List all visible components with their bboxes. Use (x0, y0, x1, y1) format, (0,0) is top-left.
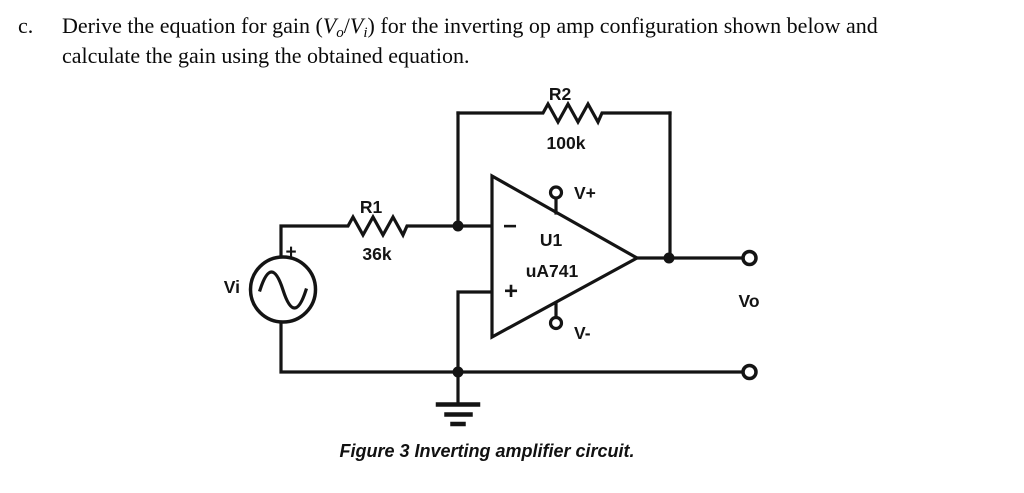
vplus-pin-circle (548, 185, 564, 200)
r2-name-label: R2 (549, 84, 572, 104)
wire-input-r1-resistor (279, 213, 494, 260)
problem-text: Derive the equation for gain (Vo/Vi) for… (62, 11, 878, 71)
r1-value-label: 36k (362, 244, 391, 264)
r1-name-label: R1 (360, 197, 383, 217)
output-label: Vo (738, 291, 759, 311)
gain-numerator: V (322, 13, 337, 38)
circuit-wires (248, 100, 758, 427)
inverting-input-minus-symbol: − (503, 213, 517, 240)
circuit-labels: R2 100k R1 36k V+ V- U1 uA741 − + + Vi V… (224, 84, 760, 343)
opamp-designator-label: U1 (540, 230, 563, 250)
problem-item-label: c. (18, 13, 34, 38)
output-terminal-bottom (741, 363, 758, 381)
ac-source-sine-wave (257, 270, 309, 310)
vplus-label: V+ (574, 183, 596, 203)
wire-bottom-return (279, 320, 743, 374)
gain-divider: / (343, 13, 350, 38)
opamp-triangle (490, 173, 641, 340)
gain-denominator-subscript: i (363, 25, 368, 41)
output-terminal-top (741, 249, 758, 267)
junction-ground (452, 366, 464, 378)
figure-caption: Figure 3 Inverting amplifier circuit. (339, 441, 635, 461)
gain-denominator: V (349, 13, 364, 38)
opamp-part-number-label: uA741 (526, 261, 579, 281)
problem-statement: c. Derive the equation for gain (Vo/Vi) … (18, 11, 878, 71)
junction-inverting-input (452, 220, 464, 232)
problem-line-2: calculate the gain using the obtained eq… (62, 43, 470, 68)
vminus-label: V- (574, 323, 591, 343)
problem-line-1: Derive the equation for gain (Vo/Vi) for… (62, 13, 878, 41)
source-polarity-plus-symbol: + (285, 242, 296, 263)
junction-dots (452, 220, 675, 378)
wire-noninverting-input (456, 290, 494, 374)
junction-output (663, 252, 675, 264)
input-source-label: Vi (224, 277, 240, 297)
gain-numerator-subscript: o (336, 25, 344, 41)
noninverting-input-plus-symbol: + (504, 278, 518, 305)
r2-value-label: 100k (547, 133, 586, 153)
vminus-pin-circle (548, 315, 564, 331)
wire-feedback-top-r2-resistor (456, 100, 672, 126)
